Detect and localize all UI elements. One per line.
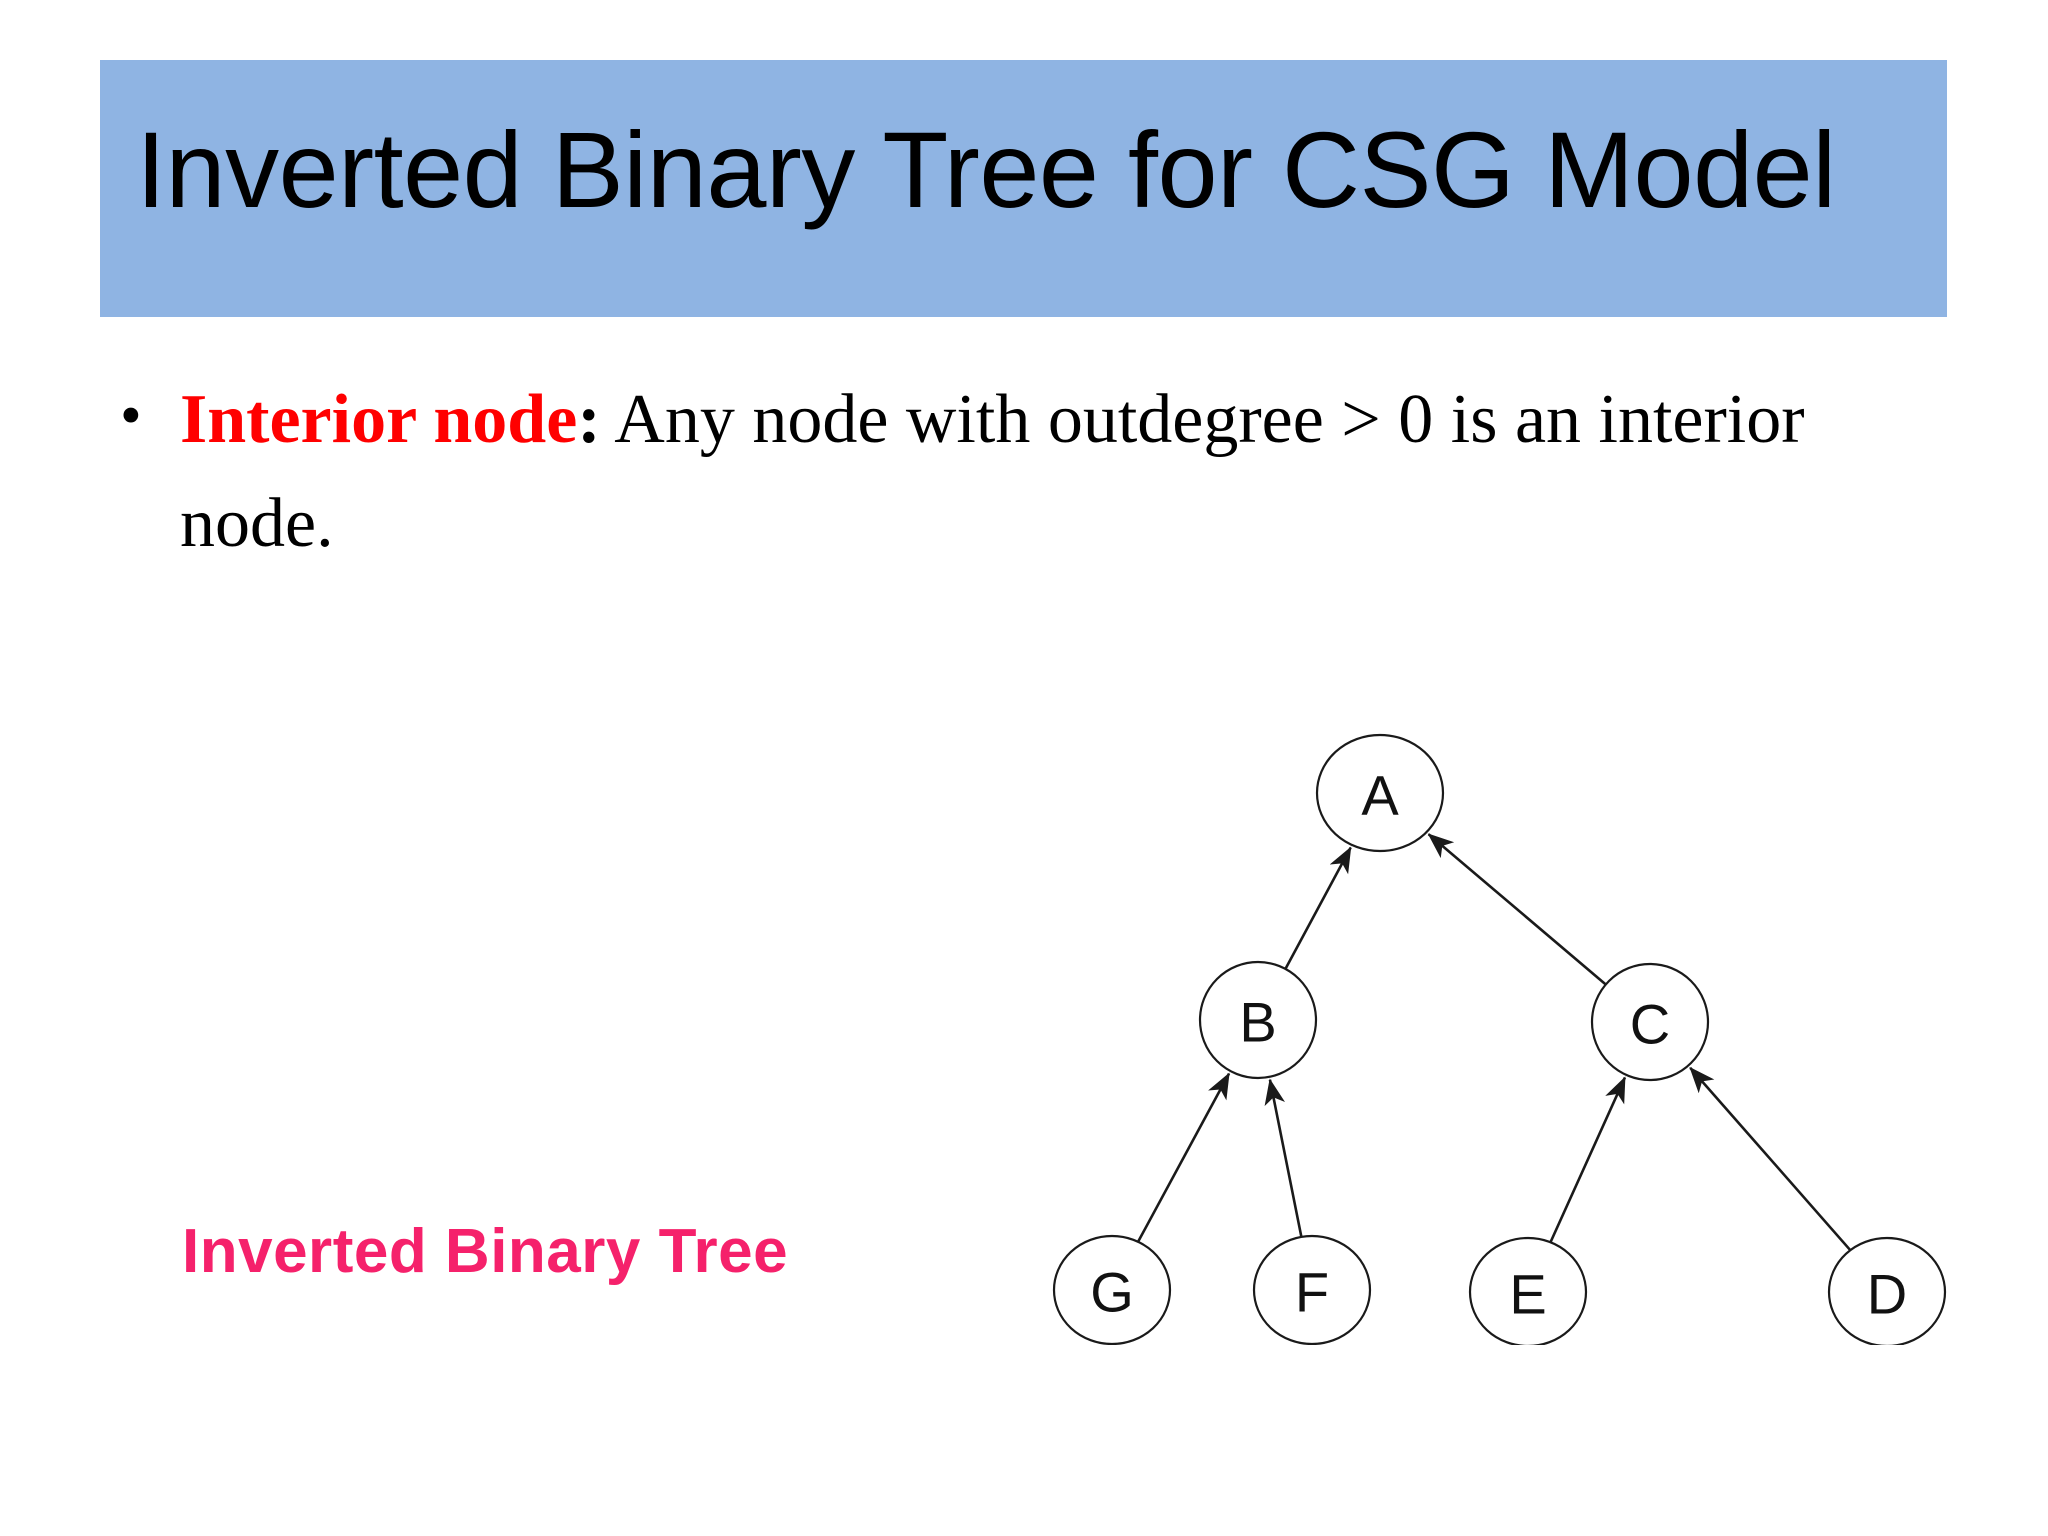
body-content: • Interior node: Any node with outdegree…: [110, 368, 1940, 576]
page-title: Inverted Binary Tree for CSG Model: [136, 109, 1836, 230]
tree-edge-b-to-a: [1284, 846, 1352, 970]
tree-edge-e-to-c: [1549, 1076, 1627, 1243]
tree-node-a[interactable]: A: [1315, 733, 1445, 853]
tree-node-circle-e: [1468, 1236, 1588, 1345]
bullet-lead-term: Interior node: [180, 381, 578, 458]
tree-node-e[interactable]: E: [1468, 1236, 1588, 1345]
tree-node-circle-a: [1315, 733, 1445, 853]
tree-node-label-a: A: [1361, 764, 1399, 827]
title-banner: Inverted Binary Tree for CSG Model: [100, 60, 1947, 317]
tree-edge-d-to-c: [1689, 1066, 1852, 1252]
tree-edge-g-to-b: [1136, 1072, 1231, 1243]
tree-edge-f-to-b: [1264, 1078, 1303, 1238]
tree-node-c[interactable]: C: [1590, 962, 1710, 1082]
tree-node-f[interactable]: F: [1252, 1234, 1372, 1345]
tree-node-label-f: F: [1295, 1261, 1329, 1324]
tree-node-label-g: G: [1090, 1261, 1134, 1324]
figure-caption: Inverted Binary Tree: [182, 1217, 789, 1286]
tree-node-circle-f: [1252, 1234, 1372, 1345]
tree-node-label-d: D: [1867, 1263, 1907, 1326]
bullet-text: Interior node: Any node with outdegree >…: [180, 368, 1940, 576]
tree-node-g[interactable]: G: [1052, 1234, 1172, 1345]
tree-edge-c-to-a: [1427, 833, 1607, 986]
tree-svg: A B C G F E D: [1052, 733, 1947, 1345]
bullet-item: • Interior node: Any node with outdegree…: [110, 368, 1940, 576]
tree-node-d[interactable]: D: [1827, 1236, 1947, 1345]
tree-nodes-layer: A B C G F E D: [1052, 733, 1947, 1345]
tree-node-label-c: C: [1630, 993, 1670, 1056]
tree-edges-layer: [1136, 833, 1852, 1252]
tree-diagram: A B C G F E D: [1030, 715, 2030, 1345]
tree-node-label-e: E: [1509, 1263, 1546, 1326]
tree-node-circle-g: [1052, 1234, 1172, 1345]
tree-node-b[interactable]: B: [1198, 960, 1318, 1080]
tree-node-label-b: B: [1239, 991, 1276, 1054]
bullet-colon: :: [577, 381, 601, 458]
tree-node-circle-b: [1198, 960, 1318, 1080]
tree-node-circle-c: [1590, 962, 1710, 1082]
tree-node-circle-d: [1827, 1236, 1947, 1345]
bullet-rest-text: Any node with outdegree > 0 is an interi…: [180, 381, 1805, 562]
bullet-marker-icon: •: [120, 382, 142, 450]
